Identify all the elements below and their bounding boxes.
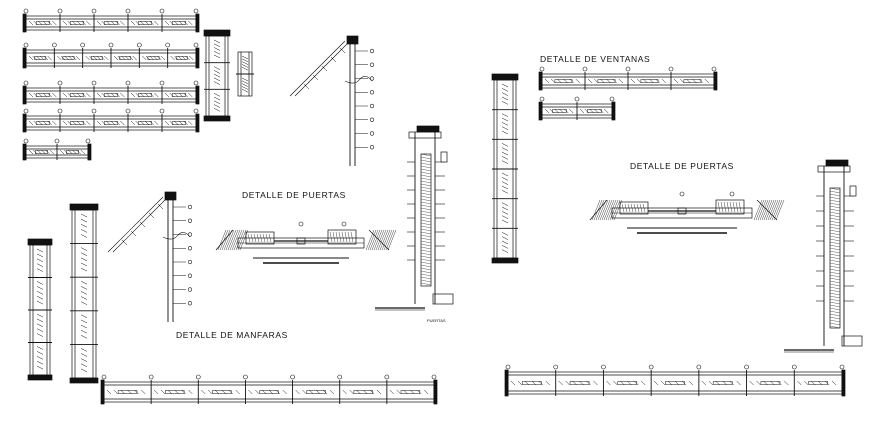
title-detalle-ventanas: DETALLE DE VENTANAS [540,54,651,64]
window-strip-right-1 [538,66,718,91]
door-threshold-left [215,221,397,264]
window-sill-section-1 [289,35,375,166]
door-jamb-section-center [375,125,454,311]
mampara-strip-bottom-right [504,364,846,397]
mampara-vertical-1 [27,238,53,381]
window-strip-4 [22,108,200,133]
door-sill-section-1 [107,191,193,322]
window-strip-5 [22,138,92,161]
window-strip-3 [22,80,200,105]
window-strip-1 [22,8,200,33]
mampara-vertical-2 [69,203,99,384]
door-threshold-right [589,191,785,234]
window-vertical-2 [236,51,254,97]
window-strip-right-2 [538,96,616,121]
window-strip-2 [22,42,200,69]
title-detalle-puertas-left: DETALLE DE PUERTAS [242,190,346,200]
title-detalle-puertas-right: DETALLE DE PUERTAS [630,161,734,171]
door-jamb-section-right [784,159,863,353]
window-vertical-right [491,73,519,264]
window-vertical-1 [203,29,231,122]
mampara-strip-bottom-left [100,374,438,405]
title-detalle-mamparas: DETALLE DE MANFARAS [176,330,288,340]
label-puertas-tag: PUERTAS [427,318,446,323]
